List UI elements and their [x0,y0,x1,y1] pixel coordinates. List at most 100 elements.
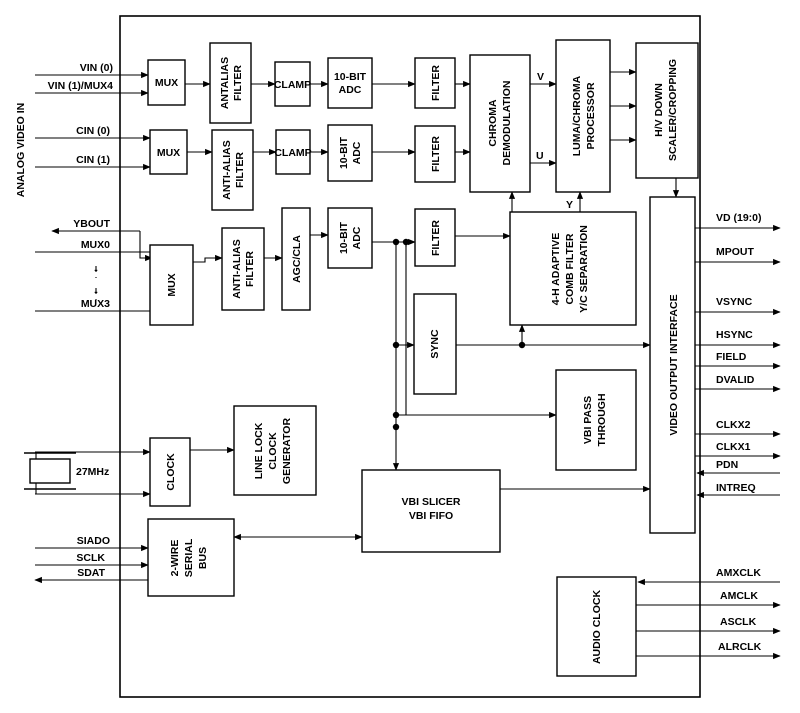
alrclk-label: ALRCLK [718,641,762,653]
ellipsis-1: - [94,264,98,276]
clamp1-block: CLAMP [274,61,311,107]
llc-label-1: LINE LOCK [253,422,265,479]
hsync-label: HSYNC [716,329,753,341]
ybout-label: YBOUT [73,218,110,230]
filter2-block: FILTER [414,125,456,183]
junction-dot [392,411,400,419]
comb-label-1: 4-H ADAPTIVE [550,233,562,306]
field-label: FIELD [716,351,747,363]
antialias3-label-1: ANTI-ALIAS [231,239,243,299]
mux1-block: MUX [147,59,186,106]
line-lock-block: LINE LOCK CLOCK GENERATOR [233,405,317,496]
wires [34,68,781,660]
scaler-label-1: H/V DOWN [653,83,665,137]
vbi-slicer-label-1: VBI SLICER [402,496,461,508]
serial-label-1: 2-WIRE [169,540,181,577]
cin1-label: CIN (1) [76,154,110,166]
agc-block: AGC/CLA [281,207,311,311]
adc3-block: 10-BIT ADC [327,207,373,269]
u-label: U [536,150,544,162]
junction-dot [392,238,400,246]
sclk-label: SCLK [76,552,105,564]
intreq-label: INTREQ [716,482,756,494]
scaler-block: H/V DOWN SCALER/CROPPING [635,42,699,179]
clock-block: CLOCK [149,437,191,507]
mpout-label: MPOUT [716,246,755,258]
luma-label-1: LUMA/CHROMA [571,75,583,156]
serial-bus-block: 2-WIRE SERIAL BUS [147,518,235,597]
sync-label: SYNC [429,329,441,359]
voi-label: VIDEO OUTPUT INTERFACE [668,294,680,435]
luma-label-2: PROCESSOR [585,82,597,150]
vbi-pass-label-1: VBI PASS [582,396,594,444]
vbi-pass-block: VBI PASS THROUGH [555,369,637,471]
chip-outline [119,15,701,698]
pdn-label: PDN [716,459,738,471]
adc1-label-2: ADC [339,84,362,96]
scaler-label-2: SCALER/CROPPING [667,59,679,161]
filter2-label: FILTER [430,136,442,172]
adc2-label-1: 10-BIT [338,136,350,169]
antialias1-label-1: ANTALIAS [219,57,231,109]
clock-label: CLOCK [165,453,177,491]
crystal-icon [24,452,76,490]
filter1-label: FILTER [430,65,442,101]
antialias2-label-2: FILTER [234,152,246,188]
mux3-label: MUX [166,273,178,296]
adc2-block: 10-BIT ADC [327,124,373,182]
ellipsis-2: - [94,286,98,298]
adc2-label-2: ADC [351,141,363,164]
adc1-label-1: 10-BIT [334,71,367,83]
clamp2-label: CLAMP [274,147,311,159]
amxclk-label: AMXCLK [716,567,761,579]
antialias3-label-2: FILTER [244,251,256,287]
adc3-label-2: ADC [351,226,363,249]
antialias1-label-2: FILTER [232,65,244,101]
llc-label-3: GENERATOR [281,418,293,485]
antialias2-label-1: ANTI-ALIAS [221,140,233,200]
video-output-interface-block: VIDEO OUTPUT INTERFACE [649,196,696,534]
cin0-label: CIN (0) [76,125,110,137]
junction-dot [402,238,410,246]
comb-label-3: Y/C SEPARATION [578,225,590,313]
mux3-block: MUX [149,244,194,326]
agc-label: AGC/CLA [291,235,303,283]
vin1-label: VIN (1)/MUX4 [48,80,114,92]
vsync-label: VSYNC [716,296,753,308]
llc-label-2: CLOCK [267,432,279,470]
filter3-label: FILTER [430,220,442,256]
antialias3-block: ANTI-ALIAS FILTER [221,227,265,311]
chroma-label-1: CHROMA [487,99,499,147]
dvalid-label: DVALID [716,374,755,386]
comb-filter-block: 4-H ADAPTIVE COMB FILTER Y/C SEPARATION [509,211,637,326]
sync-block: SYNC [413,293,457,395]
comb-label-2: COMB FILTER [564,233,576,304]
y-label: Y [566,199,573,211]
antialias2-block: ANTI-ALIAS FILTER [211,129,254,211]
junction-dot [392,341,400,349]
chroma-label-2: DEMODULATION [501,81,513,166]
filter1-block: FILTER [414,57,456,109]
siado-label: SIADO [77,535,110,547]
junction-dot [392,423,400,431]
sdat-label: SDAT [77,567,105,579]
vd-label: VD (19:0) [716,212,762,224]
mux2-label: MUX [157,147,180,159]
serial-label-3: BUS [197,547,209,569]
clamp2-block: CLAMP [274,129,312,175]
asclk-label: ASCLK [720,616,757,628]
vbi-slicer-label-2: VBI FIFO [409,510,453,522]
filter3-block: FILTER [414,208,456,267]
vbi-pass-label-2: THROUGH [596,393,608,446]
chroma-demod-block: CHROMA DEMODULATION [469,54,531,193]
antialias1-block: ANTALIAS FILTER [209,42,252,124]
mux3-input-label: MUX3 [81,298,110,310]
clkx2-label: CLKX2 [716,419,751,431]
vin0-label: VIN (0) [80,62,113,74]
serial-label-2: SERIAL [183,538,195,577]
amclk-label: AMCLK [720,590,758,602]
adc1-block: 10-BIT ADC [327,57,373,109]
luma-chroma-block: LUMA/CHROMA PROCESSOR [555,39,611,193]
mux0-label: MUX0 [81,239,110,251]
